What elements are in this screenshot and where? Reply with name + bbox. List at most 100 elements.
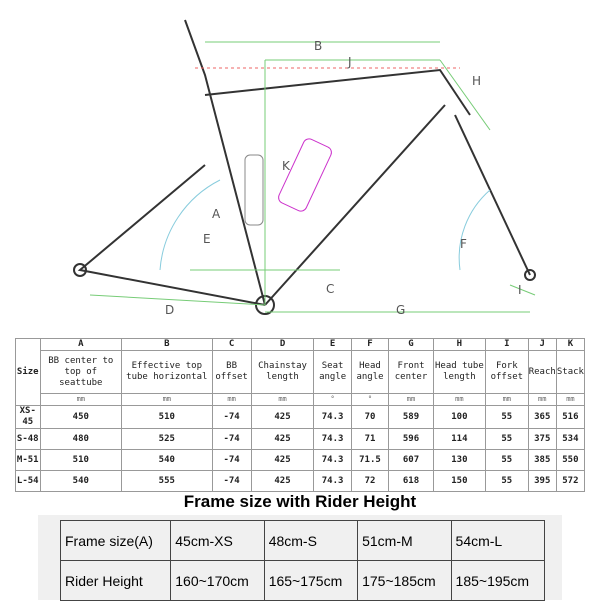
table-cell: 425 (250, 470, 315, 492)
table-cell: 510 (39, 449, 123, 471)
column-letter: H (432, 338, 486, 351)
table-cell: 385 (527, 449, 557, 471)
label-d: D (165, 303, 174, 317)
label-g: G (396, 303, 405, 317)
label-k: K (282, 159, 291, 173)
label-c: C (326, 282, 334, 296)
column-letter: K (555, 338, 586, 351)
table-cell: 516 (555, 405, 586, 429)
label-a: A (212, 207, 221, 221)
table-cell: 71 (350, 428, 390, 450)
table-cell: 395 (527, 470, 557, 492)
column-unit: mm (555, 393, 586, 406)
table-cell: 51cm-M (357, 520, 452, 561)
label-j: J (347, 55, 352, 69)
table-cell: 175~185cm (357, 560, 452, 601)
column-unit: mm (211, 393, 252, 406)
table-cell: 425 (250, 449, 315, 471)
dimension-lines (89, 41, 536, 313)
label-e: E (203, 232, 211, 246)
table-cell: 55 (484, 405, 529, 429)
column-unit: mm (250, 393, 315, 406)
column-header: Effective top tube horizontal (121, 350, 213, 394)
bottle-icon (244, 154, 264, 226)
table-cell: 375 (527, 428, 557, 450)
table-cell: 510 (121, 405, 213, 429)
table-cell: 55 (484, 428, 529, 450)
table-cell: 71.5 (350, 449, 390, 471)
column-header: Head angle (350, 350, 390, 394)
table-cell: 618 (388, 470, 434, 492)
table-cell: 572 (555, 470, 586, 492)
column-header: Front center (388, 350, 434, 394)
column-letter: A (39, 338, 123, 351)
size-cell: S-48 (15, 428, 41, 450)
table-cell: Frame size(A) (59, 520, 172, 561)
table-cell: 185~195cm (450, 560, 546, 601)
label-h: H (472, 74, 481, 88)
size-header: Size (15, 338, 41, 406)
table-cell: 45cm-XS (170, 520, 265, 561)
table-cell: 555 (121, 470, 213, 492)
column-letter: I (484, 338, 529, 351)
column-header: Stack (555, 350, 586, 394)
size-cell: L-54 (15, 470, 41, 492)
column-unit: mm (484, 393, 529, 406)
table-cell: 450 (39, 405, 123, 429)
column-header: Reach (527, 350, 557, 394)
column-letter: E (313, 338, 352, 351)
table-cell: 130 (432, 449, 486, 471)
column-header: Head tube length (432, 350, 486, 394)
column-unit: mm (527, 393, 557, 406)
table-cell: 150 (432, 470, 486, 492)
frame-outline (73, 19, 536, 315)
size-cell: M-51 (15, 449, 41, 471)
table-cell: 74.3 (313, 449, 352, 471)
head-angle-arc (458, 189, 491, 271)
table-cell: 425 (250, 428, 315, 450)
column-unit: mm (121, 393, 213, 406)
table-cell: 114 (432, 428, 486, 450)
column-unit: ° (313, 393, 352, 406)
table-cell: -74 (211, 405, 252, 429)
column-unit: ° (350, 393, 390, 406)
table-cell: 55 (484, 470, 529, 492)
table-cell: 54cm-L (450, 520, 546, 561)
column-header: Chainstay length (250, 350, 315, 394)
label-f: F (460, 237, 467, 251)
table-cell: 596 (388, 428, 434, 450)
table-cell: 534 (555, 428, 586, 450)
table-cell: 550 (555, 449, 586, 471)
column-header: BB center to top of seattube (39, 350, 123, 394)
table-cell: 540 (39, 470, 123, 492)
table-cell: 48cm-S (263, 520, 359, 561)
column-letter: G (388, 338, 434, 351)
column-header: BB offset (211, 350, 252, 394)
table-cell: 589 (388, 405, 434, 429)
column-letter: J (527, 338, 557, 351)
column-letter: C (211, 338, 252, 351)
table-cell: 70 (350, 405, 390, 429)
rider-table-title: Frame size with Rider Height (183, 492, 417, 511)
size-cell: XS-45 (15, 405, 41, 429)
table-cell: 425 (250, 405, 315, 429)
column-header: Seat angle (313, 350, 352, 394)
table-cell: 74.3 (313, 405, 352, 429)
label-i: I (518, 283, 522, 297)
bottle-cage-icon (278, 138, 332, 212)
label-b: B (314, 39, 322, 53)
table-cell: 165~175cm (263, 560, 359, 601)
table-cell: 540 (121, 449, 213, 471)
table-cell: 74.3 (313, 470, 352, 492)
column-header: Fork offset (484, 350, 529, 394)
table-cell: 55 (484, 449, 529, 471)
column-letter: D (250, 338, 315, 351)
column-unit: mm (388, 393, 434, 406)
column-unit: mm (39, 393, 123, 406)
